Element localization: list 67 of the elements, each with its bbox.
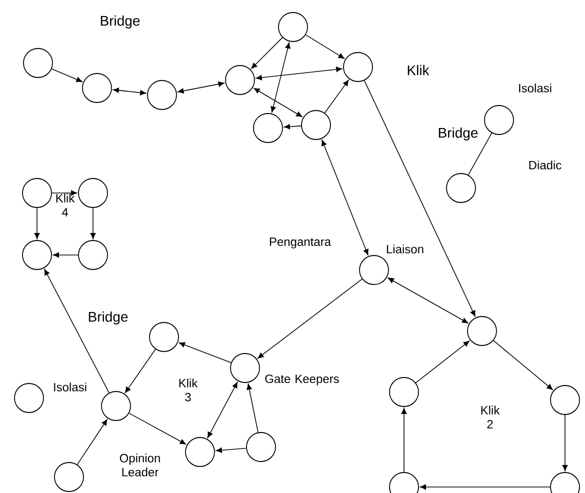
arrow	[256, 66, 342, 80]
arrow	[51, 68, 82, 82]
network-node	[246, 432, 276, 462]
arrow	[251, 37, 283, 69]
arrow	[401, 408, 407, 472]
node-label: Opinion Leader	[120, 454, 160, 476]
network-node	[22, 240, 52, 270]
network-node	[253, 113, 283, 143]
arrow	[44, 269, 110, 394]
node-label: Isolasi	[519, 84, 552, 92]
arrow	[178, 81, 224, 94]
network-node	[82, 73, 112, 103]
arrow	[493, 340, 553, 390]
arrow	[216, 448, 246, 453]
arrow	[178, 342, 232, 364]
arrow	[305, 34, 344, 59]
network-node	[23, 48, 53, 78]
arrow	[284, 124, 302, 130]
network-node	[278, 12, 308, 42]
arrow	[246, 384, 258, 433]
network-node	[550, 472, 580, 493]
arrow	[76, 419, 108, 465]
network-node	[467, 316, 497, 346]
diagram-label: Bridge	[100, 15, 140, 29]
network-node	[550, 385, 580, 415]
arrow	[270, 42, 290, 112]
network-node	[301, 110, 331, 140]
arrow	[364, 80, 476, 317]
arrow	[322, 140, 368, 256]
diagram-label: Pengantara	[270, 238, 332, 248]
diagram-label: Klik	[408, 64, 430, 76]
arrow	[388, 278, 468, 324]
arrow	[254, 88, 302, 118]
diagram-label: Klik 4	[56, 194, 75, 216]
arrow	[415, 340, 470, 384]
network-node	[54, 462, 84, 492]
diagram-label: Klik 3	[179, 378, 198, 402]
arrow	[90, 208, 96, 239]
network-node	[22, 178, 52, 208]
arrow	[258, 278, 362, 358]
arrow	[562, 414, 568, 471]
arrow	[52, 190, 77, 196]
network-node	[147, 80, 177, 110]
node-label: Gate Keepers	[265, 374, 339, 386]
network-node	[149, 322, 179, 352]
network-node	[389, 472, 419, 493]
arrow	[124, 348, 156, 393]
node-label: Liaison	[386, 244, 424, 254]
diagram-label: Diadic	[529, 160, 562, 170]
arrow	[34, 208, 40, 239]
network-node	[446, 173, 476, 203]
arrow	[420, 484, 550, 490]
arrow	[128, 412, 186, 445]
arrow	[112, 88, 146, 96]
diagram-label: Bridge	[438, 127, 478, 141]
network-node	[343, 52, 373, 82]
diagram-label: Bridge	[88, 311, 128, 325]
node-label: Isolasi	[54, 382, 86, 392]
network-node	[225, 65, 255, 95]
arrow	[207, 382, 238, 438]
diagram-label: Klik 2	[481, 406, 500, 428]
network-node	[185, 437, 215, 467]
network-node	[389, 377, 419, 407]
arrow	[53, 252, 78, 258]
arrow	[324, 80, 349, 114]
network-node	[78, 178, 108, 208]
network-node	[78, 240, 108, 270]
